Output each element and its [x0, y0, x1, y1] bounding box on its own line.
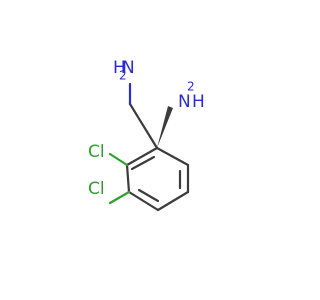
aromatic-inner-bottom: [137, 188, 160, 203]
stereo-wedge: [157, 106, 173, 148]
molecule-diagram: H N 2 N H 2 Cl Cl: [88, 58, 205, 212]
bond-c1-c2: [128, 102, 159, 150]
bond-c4-cl-lower: [108, 190, 131, 205]
h-label: H: [192, 92, 205, 112]
bond-c2-c3: [125, 146, 159, 167]
atom-amine-stereo: N H 2: [178, 80, 205, 113]
aromatic-inner-left: [130, 155, 156, 171]
bond-c7-c2: [155, 146, 190, 167]
subscript-label: 2: [187, 80, 195, 94]
subscript-label: 2: [119, 69, 127, 83]
bond-c5-c6: [156, 190, 190, 212]
bond-c4-c5: [127, 190, 160, 212]
n-label: N: [178, 92, 191, 112]
bond-c3-cl-upper: [108, 152, 129, 167]
chlorine-label-lower: Cl: [88, 179, 105, 199]
atom-amine-top: H N 2: [113, 58, 135, 83]
chlorine-label-upper: Cl: [88, 142, 105, 162]
n-label: N: [122, 58, 135, 78]
h-label: H: [113, 58, 126, 78]
bond-c3-c4: [125, 163, 131, 194]
